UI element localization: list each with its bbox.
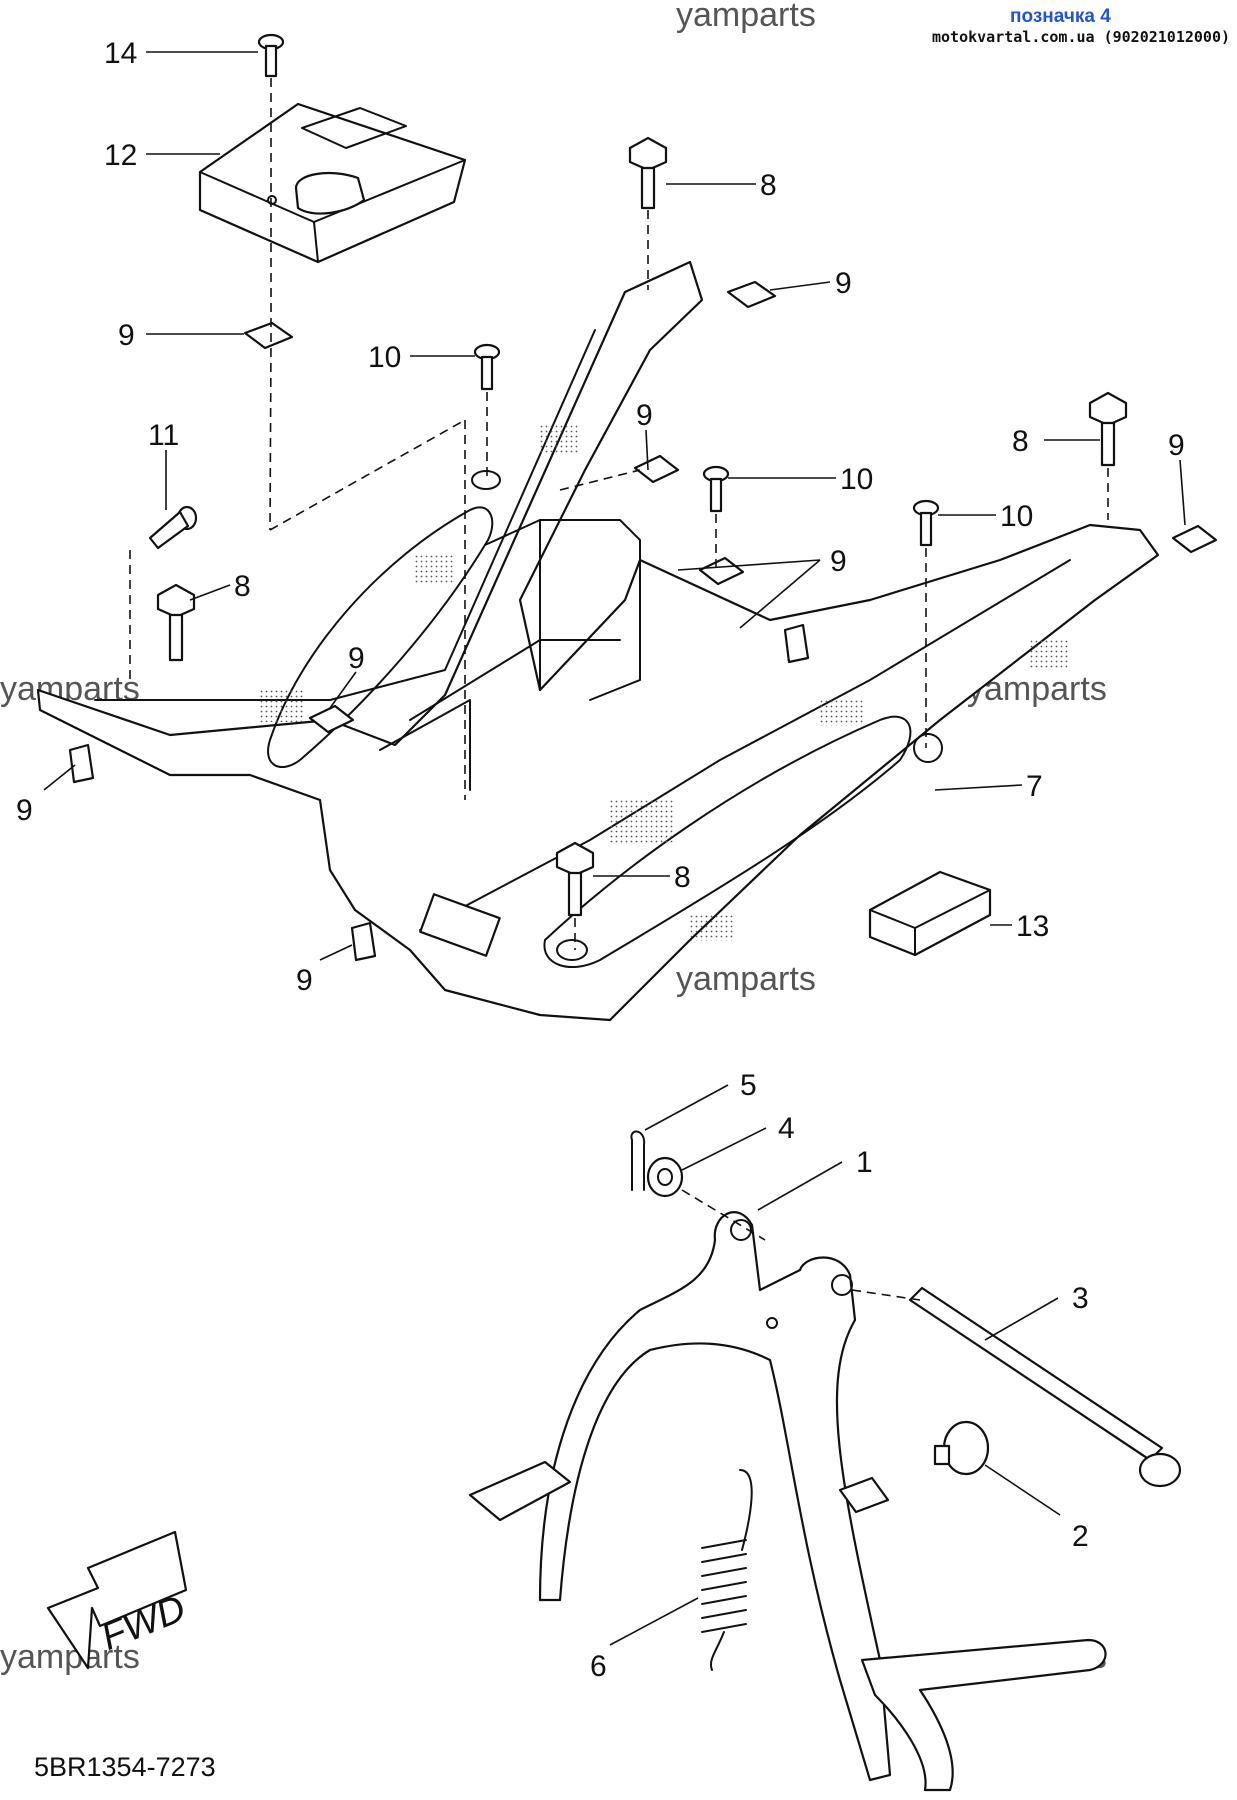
screw-14	[257, 33, 285, 78]
screw-10-a	[473, 343, 501, 391]
callout-2: 2	[1072, 1520, 1089, 1553]
callout-13: 13	[1016, 910, 1049, 943]
watermark-top: yamparts	[676, 0, 816, 34]
callout-10-a: 10	[368, 341, 401, 374]
callout-9-right-top: 9	[835, 267, 852, 300]
callout-9-far-right: 9	[1168, 429, 1185, 462]
callout-8-bottom: 8	[674, 861, 691, 894]
callout-12: 12	[104, 139, 137, 172]
fwd-arrow-icon	[46, 1530, 188, 1670]
assembly-lines	[129, 78, 1109, 1301]
watermark-center: yamparts	[676, 960, 816, 998]
callout-9-left-top: 9	[118, 319, 135, 352]
part-3-shaft	[908, 1286, 1182, 1488]
callout-5: 5	[740, 1069, 757, 1102]
screw-11	[148, 505, 198, 550]
diagram-code: 5BR1354-7273	[34, 1752, 216, 1782]
callout-4: 4	[778, 1112, 795, 1145]
callout-9-left-mid: 9	[348, 642, 365, 675]
clip-9-set	[68, 280, 1218, 962]
callout-9-center: 9	[830, 545, 847, 578]
watermark-left-bottom: yamparts	[0, 1638, 140, 1676]
callout-10-c: 10	[1000, 500, 1033, 533]
part-1-centre-stand	[468, 1211, 1107, 1792]
callout-8-right: 8	[1012, 425, 1029, 458]
part-5-cotter-pin	[630, 1130, 646, 1191]
callout-3: 3	[1072, 1282, 1089, 1315]
callout-10-b: 10	[840, 463, 873, 496]
screw-10-b	[702, 465, 730, 513]
callout-9-center-top: 9	[636, 399, 653, 432]
part-2-stopper	[933, 1420, 990, 1476]
callout-9-bottom: 9	[296, 964, 313, 997]
callout-14: 14	[104, 37, 137, 70]
bolt-8-top	[628, 136, 668, 210]
callout-11: 11	[148, 419, 179, 452]
leader-lines	[43, 51, 1186, 1646]
callout-7: 7	[1026, 770, 1043, 803]
callout-6: 6	[590, 1650, 607, 1683]
header-site: motokvartal.com.ua (902021012000)	[932, 28, 1230, 46]
callout-9-left-edge: 9	[16, 794, 33, 827]
part-7-footrest-board	[36, 260, 1160, 1022]
header-title: позначка 4	[1010, 6, 1111, 27]
callout-8-top: 8	[760, 169, 777, 202]
part-6-spring	[701, 1469, 753, 1671]
bolt-8-left	[156, 583, 196, 662]
callout-numbers: 14 12 8 9 9 10 11 9 10 8 9 10 8 9 9 9 7 …	[16, 37, 1185, 1683]
part-4-washer	[646, 1156, 684, 1198]
callout-1: 1	[856, 1146, 873, 1179]
screw-10-c	[912, 499, 940, 547]
bolt-8-right	[1088, 391, 1128, 467]
part-12-cover-plate	[198, 102, 467, 264]
bolt-8-bottom	[555, 841, 595, 917]
callout-8-left: 8	[234, 570, 251, 603]
part-13-pad	[868, 870, 992, 957]
